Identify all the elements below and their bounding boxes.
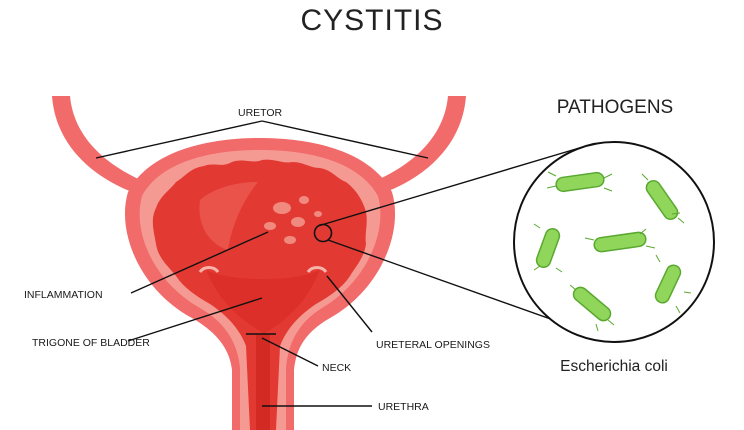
flagella [533,171,692,332]
zoom-line-top [317,145,587,227]
bacterium [535,228,561,268]
label-neck: NECK [322,362,351,374]
right-ureteral-opening [306,266,328,273]
zoom-source-circle [313,223,333,243]
leader-lines [95,120,605,407]
bacterium [645,179,679,221]
trigone [206,270,320,334]
inflammation-spots [264,196,322,244]
bacterium [593,231,647,253]
lumen-highlight [199,182,258,250]
pathogen-caption: Escherichia coli [560,358,668,375]
label-ureteral-openings: URETERAL OPENINGS [376,339,490,351]
label-trigone: TRIGONE OF BLADDER [32,337,150,349]
right-ureter [368,96,466,198]
label-urethra: URETHRA [378,401,429,413]
bacterium [555,171,605,193]
label-uretor: URETOR [238,107,283,119]
bacterium [654,264,682,304]
label-inflammation: INFLAMMATION [24,289,103,301]
uretor-line-right [261,120,429,159]
urethra-channel [256,334,270,430]
neck-line [261,337,319,367]
pathogens-heading: PATHOGENS [557,97,673,118]
title: CYSTITIS [300,4,443,37]
left-ureter [52,96,150,198]
uretor-line-left [95,120,263,159]
ureteral-openings-line [326,275,373,333]
bladder [52,96,466,430]
trigone-line [127,297,263,342]
left-ureteral-opening [198,266,220,273]
bacteria-group [535,171,682,322]
inflammation-line [130,231,269,294]
magnified-view [513,141,715,343]
